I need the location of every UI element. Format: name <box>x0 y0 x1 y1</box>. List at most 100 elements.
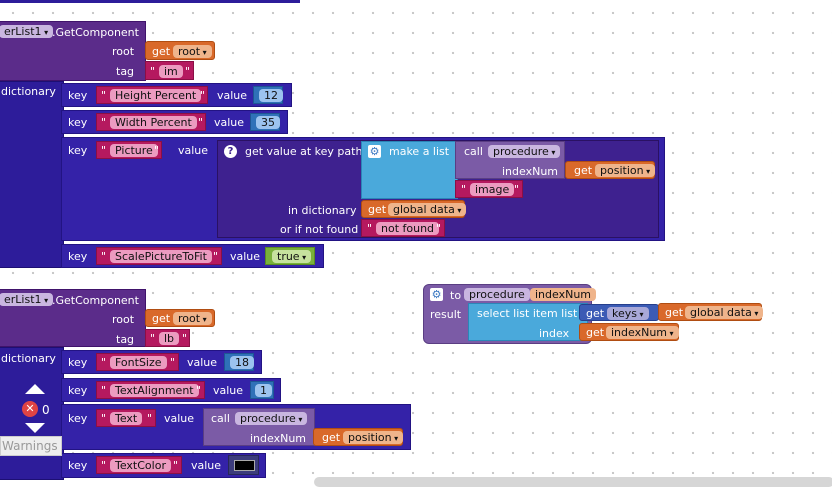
quote-open: " <box>367 222 373 235</box>
method-label: .GetComponent <box>52 26 139 39</box>
procedure-dropdown[interactable]: procedure <box>235 412 308 425</box>
select-list-item-block[interactable]: select list item list index <box>468 303 588 341</box>
block-group-1 <box>0 0 300 3</box>
quote-open: " <box>101 144 107 157</box>
help-icon[interactable]: ? <box>224 145 237 158</box>
root-var-dropdown[interactable]: root <box>173 45 212 58</box>
quote-open: " <box>101 356 107 369</box>
number-value[interactable]: 18 <box>230 356 254 369</box>
get-component-block-2[interactable]: erList1 .GetComponent root tag <box>0 289 146 347</box>
text-block-im[interactable]: " im " <box>145 61 194 80</box>
key-label: key <box>68 412 88 425</box>
text-block[interactable]: " Width Percent " <box>96 113 206 131</box>
key-text[interactable]: Width Percent <box>110 116 197 129</box>
key-text[interactable]: TextAlignment <box>110 384 199 397</box>
param-indexnum[interactable]: indexNum <box>530 288 597 301</box>
indexnum-label: indexNum <box>502 165 559 178</box>
key-text[interactable]: ScalePictureToFit <box>110 250 212 263</box>
key-text[interactable]: Height Percent <box>110 89 202 102</box>
position-var-dropdown[interactable]: position <box>343 431 404 444</box>
procedure-name-field[interactable]: procedure <box>464 288 530 301</box>
get-position-block[interactable]: get position <box>565 161 656 179</box>
tag-text[interactable]: im <box>159 65 183 78</box>
warnings-toggle[interactable]: Warnings <box>0 436 62 456</box>
get-label: get <box>152 312 171 325</box>
color-swatch[interactable] <box>234 460 255 471</box>
global-var-dropdown[interactable]: global data <box>685 306 764 319</box>
text-block[interactable]: " TextColor " <box>96 456 182 474</box>
quote-close: " <box>173 459 179 472</box>
text-block-image[interactable]: " image " <box>455 180 523 198</box>
key-text[interactable]: TextColor <box>110 459 171 472</box>
indexnum-var-dropdown[interactable]: indexNum <box>606 326 679 339</box>
key-text[interactable]: FontSize <box>110 356 167 369</box>
chevron-down-icon[interactable] <box>24 422 46 434</box>
quote-open: " <box>101 459 107 472</box>
text-block-lb[interactable]: " lb " <box>145 329 190 347</box>
number-block[interactable]: 12 <box>253 86 283 104</box>
get-component-block-1[interactable]: erList1 .GetComponent root tag <box>0 21 146 81</box>
color-block[interactable] <box>228 455 259 475</box>
number-value[interactable]: 12 <box>259 89 283 102</box>
text-block-not-found[interactable]: " not found " <box>361 219 445 237</box>
get-root-block-1[interactable]: get root <box>145 41 215 60</box>
get-label: get <box>152 45 171 58</box>
component-dropdown-2[interactable]: erList1 <box>0 293 54 306</box>
select-list-label: select list item list <box>477 307 578 320</box>
call-procedure-block[interactable]: call procedure indexNum <box>455 141 565 179</box>
key-text[interactable]: Text <box>110 412 143 425</box>
text-block[interactable]: " Text " <box>96 409 156 427</box>
keys-var-dropdown[interactable]: keys <box>607 307 649 320</box>
gear-icon[interactable]: ⚙ <box>430 288 443 301</box>
text-block[interactable]: " FontSize " <box>96 353 179 371</box>
value-label: value <box>164 412 195 425</box>
number-block[interactable]: 35 <box>250 113 280 131</box>
get-label: get <box>368 203 387 216</box>
chevron-up-icon[interactable] <box>24 383 46 395</box>
get-global-data-block[interactable]: get global data <box>658 303 764 321</box>
error-icon[interactable]: ✕ <box>22 401 38 417</box>
call-procedure-block[interactable]: call procedure indexNum <box>203 408 315 446</box>
image-text[interactable]: image <box>470 183 515 196</box>
tag-label: tag <box>116 333 135 346</box>
not-found-text[interactable]: not found <box>376 222 440 235</box>
get-global-data-block[interactable]: get global data <box>361 200 467 218</box>
text-block[interactable]: " Picture " <box>96 141 162 159</box>
position-var-dropdown[interactable]: position <box>595 164 656 177</box>
root-var-dropdown[interactable]: root <box>173 312 212 325</box>
key-text[interactable]: Picture <box>110 144 158 157</box>
global-var-dropdown[interactable]: global data <box>388 203 467 216</box>
quote-open: " <box>150 332 156 345</box>
get-root-block-2[interactable]: get root <box>145 309 215 327</box>
quote-open: " <box>101 250 107 263</box>
quote-open: " <box>150 65 156 78</box>
horizontal-scrollbar[interactable] <box>314 477 832 487</box>
make-dictionary-block-1[interactable]: dictionary <box>0 81 64 268</box>
procedure-dropdown[interactable]: procedure <box>488 145 561 158</box>
make-a-list-block[interactable]: ⚙ make a list <box>361 141 458 199</box>
number-value[interactable]: 1 <box>255 384 272 397</box>
number-block[interactable]: 18 <box>224 353 254 371</box>
quote-close: " <box>170 356 176 369</box>
quote-close: " <box>196 384 202 397</box>
gear-icon[interactable]: ⚙ <box>368 145 381 158</box>
component-dropdown-1[interactable]: erList1 <box>0 25 54 38</box>
boolean-dropdown[interactable]: true <box>272 250 312 263</box>
tag-text[interactable]: lb <box>159 332 180 345</box>
text-block[interactable]: " TextAlignment " <box>96 381 205 399</box>
get-keys-block[interactable]: get keys <box>579 304 659 321</box>
quote-close: " <box>185 65 191 78</box>
key-label: key <box>68 384 88 397</box>
value-label: value <box>213 384 244 397</box>
boolean-block[interactable]: true <box>265 247 315 265</box>
number-block[interactable]: 1 <box>250 381 274 399</box>
get-indexnum-block[interactable]: get indexNum <box>579 323 679 341</box>
get-label: get <box>574 164 593 177</box>
text-block[interactable]: " Height Percent " <box>96 86 208 104</box>
number-value[interactable]: 35 <box>256 116 280 129</box>
value-label: value <box>217 89 248 102</box>
quote-open: " <box>101 116 107 129</box>
get-position-block[interactable]: get position <box>313 428 404 446</box>
dictionary-label: dictionary <box>1 85 56 98</box>
text-block[interactable]: " ScalePictureToFit " <box>96 247 222 265</box>
